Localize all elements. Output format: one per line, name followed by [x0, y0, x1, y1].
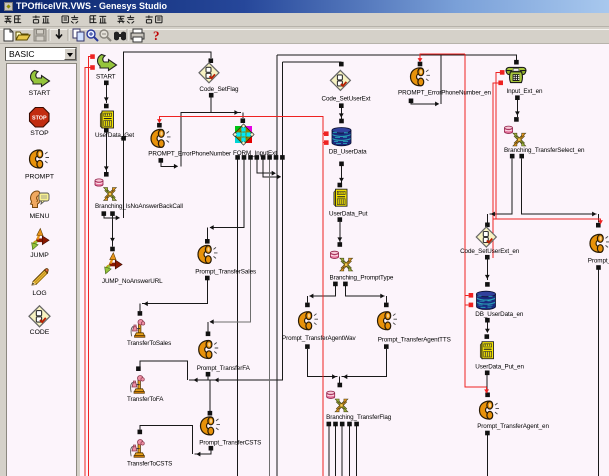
svg-text:Prompt_: Prompt_	[588, 258, 609, 265]
svg-text:PROMPT_ErrorPhoneNumber_en: PROMPT_ErrorPhoneNumber_en	[398, 90, 492, 97]
svg-text:Code_SetUserExt: Code_SetUserExt	[322, 96, 371, 103]
svg-text:STOP: STOP	[30, 130, 49, 137]
svg-text:START: START	[96, 73, 116, 80]
svg-text:Code_SetFlag: Code_SetFlag	[199, 86, 239, 93]
svg-text:Branching_PromptType: Branching_PromptType	[330, 274, 394, 281]
svg-text:MENU: MENU	[29, 213, 49, 220]
svg-text:JUMP: JUMP	[30, 252, 49, 259]
svg-text:DB_UserData: DB_UserData	[329, 148, 367, 155]
svg-text:Prompt_TransferAgentTTS: Prompt_TransferAgentTTS	[378, 337, 451, 344]
svg-text:CODE: CODE	[30, 329, 50, 336]
svg-text:PROMPT: PROMPT	[25, 173, 54, 180]
svg-text:TransferToCSTS: TransferToCSTS	[127, 460, 172, 467]
svg-text:JUMP_NoAnswerURL: JUMP_NoAnswerURL	[102, 278, 163, 285]
svg-text:Prompt_TransferAgentWav: Prompt_TransferAgentWav	[282, 335, 356, 342]
svg-text:LOG: LOG	[32, 290, 46, 297]
svg-text:Prompt_TransferFA: Prompt_TransferFA	[197, 365, 251, 372]
svg-text:Prompt_TransferAgent_en: Prompt_TransferAgent_en	[477, 423, 549, 430]
svg-text:Prompt_TransferSales: Prompt_TransferSales	[195, 269, 256, 276]
svg-text:Prompt_TransferCSTS: Prompt_TransferCSTS	[199, 439, 261, 446]
svg-text:Input_Ext_en: Input_Ext_en	[507, 88, 544, 95]
svg-text:UserData_Get: UserData_Get	[95, 132, 134, 139]
svg-text:Branching_TransferSelect_en: Branching_TransferSelect_en	[504, 147, 585, 154]
svg-text:Code_SetUserExt_en: Code_SetUserExt_en	[460, 248, 520, 255]
svg-text:TransferToFA: TransferToFA	[127, 396, 164, 403]
svg-text:UserData_Put_en: UserData_Put_en	[475, 363, 524, 370]
svg-text:START: START	[29, 90, 51, 97]
svg-text:FORM_InputExt: FORM_InputExt	[233, 150, 277, 157]
svg-text:TransferToSales: TransferToSales	[127, 340, 171, 347]
svg-text:Branching_TransferFlag: Branching_TransferFlag	[326, 414, 392, 421]
svg-text:UserData_Put: UserData_Put	[329, 211, 368, 218]
svg-text:DB_UserData_en: DB_UserData_en	[475, 311, 524, 318]
svg-text:Branching_IsNoAnswerBackCall: Branching_IsNoAnswerBackCall	[95, 203, 183, 210]
svg-text:?: ?	[153, 28, 160, 43]
svg-text:PROMPT_ErrorPhoneNumber: PROMPT_ErrorPhoneNumber	[148, 151, 231, 158]
